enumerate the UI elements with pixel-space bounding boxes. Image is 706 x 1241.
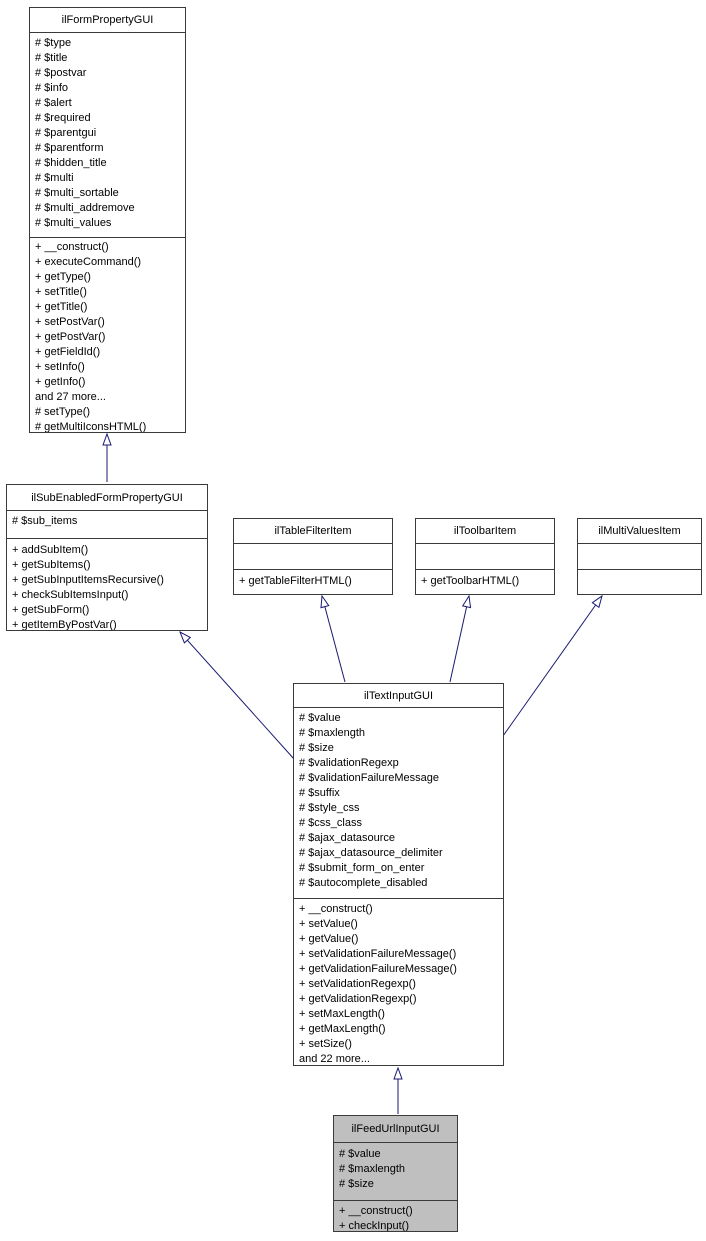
member-line: + getType() (35, 271, 91, 283)
member-line: # $style_css (299, 802, 360, 814)
methods-section: + __construct() + setValue() + getValue() +… (294, 899, 503, 1065)
member-line: + getMaxLength() (299, 1023, 386, 1035)
class-box-il-multi-values-item[interactable]: ilMultiValuesItem (577, 518, 702, 595)
member-line: # $size (299, 742, 334, 754)
member-line: # $multi (35, 172, 74, 184)
member-line: + setValidationFailureMessage() (299, 948, 457, 960)
attributes-section (416, 544, 554, 570)
member-line: # $maxlength (299, 727, 366, 739)
member-line: + checkSubItemsInput() (12, 589, 129, 601)
member-line: + executeCommand() (35, 256, 142, 268)
member-line: + checkInput() (339, 1220, 410, 1231)
member-line: + setSize() (299, 1038, 352, 1050)
member-line: + getValue() (299, 933, 359, 945)
inheritance-arrow-textinput-to-tablefilter (322, 596, 346, 683)
member-line: + getTableFilterHTML() (239, 575, 352, 587)
member-line: # $type (35, 37, 72, 49)
member-line: # $maxlength (339, 1163, 406, 1175)
member-line: # $validationFailureMessage (299, 772, 440, 784)
class-title[interactable]: ilMultiValuesItem (578, 519, 701, 544)
attributes-section: # $type # $title # $postvar # $info # $alert… (30, 33, 185, 238)
member-line: # $multi_values (35, 217, 112, 229)
member-line: # $validationRegexp (299, 757, 399, 769)
class-box-il-toolbar-item[interactable]: ilToolbarItem + getToolbarHTML() (415, 518, 555, 595)
member-line: + getItemByPostVar() (12, 619, 117, 630)
member-line: # $postvar (35, 67, 87, 79)
member-line: + getFieldId() (35, 346, 101, 358)
member-line: # $value (299, 712, 341, 724)
class-box-il-table-filter-item[interactable]: ilTableFilterItem + getTableFilterHTML() (233, 518, 393, 595)
methods-section: + __construct() + checkInput() (334, 1201, 457, 1231)
class-title[interactable]: ilFeedUrlInputGUI (334, 1116, 457, 1143)
member-line: + getTitle() (35, 301, 88, 313)
member-line: # $hidden_title (35, 157, 107, 169)
member-line: + addSubItem() (12, 544, 89, 556)
member-line: + __construct() (339, 1205, 413, 1217)
member-line: and 27 more... (35, 391, 106, 403)
class-title[interactable]: ilTextInputGUI (294, 684, 503, 708)
attributes-section (234, 544, 392, 570)
methods-section: + getTableFilterHTML() (234, 570, 392, 594)
member-line: + setInfo() (35, 361, 85, 373)
attributes-section: # $sub_items (7, 511, 207, 539)
member-line: + setValue() (299, 918, 358, 930)
class-box-il-form-property-gui[interactable]: ilFormPropertyGUI # $type # $title # $post… (29, 7, 186, 433)
member-line: + getValidationFailureMessage() (299, 963, 457, 975)
member-line: # $info (35, 82, 69, 94)
methods-section: + __construct() + executeCommand() + getTy… (30, 238, 185, 432)
member-line: + getValidationRegexp() (299, 993, 417, 1005)
member-line: # $title (35, 52, 68, 64)
class-box-il-feed-url-input-gui[interactable]: ilFeedUrlInputGUI # $value# $maxlength# … (333, 1115, 458, 1232)
member-line: + setMaxLength() (299, 1008, 385, 1020)
member-line: # $multi_addremove (35, 202, 135, 214)
methods-section: + getToolbarHTML() (416, 570, 554, 594)
member-line: # getMultiIconsHTML() (35, 421, 147, 432)
member-line: # $alert (35, 97, 72, 109)
member-line: + setTitle() (35, 286, 87, 298)
member-line: + getSubInputItemsRecursive() (12, 574, 164, 586)
methods-section: + addSubItem() + getSubItems() + getSubInp… (7, 539, 207, 630)
inheritance-arrow-textinput-to-subenabled (180, 632, 295, 760)
member-line: # $css_class (299, 817, 362, 829)
member-line: # $submit_form_on_enter (299, 862, 425, 874)
class-box-il-sub-enabled-form-property-gui[interactable]: ilSubEnabledFormPropertyGUI # $sub_items… (6, 484, 208, 631)
class-title[interactable]: ilFormPropertyGUI (30, 8, 185, 33)
member-line: + getToolbarHTML() (421, 575, 520, 587)
member-line: + setPostVar() (35, 316, 105, 328)
attributes-section: # $value # $maxlength # $size (334, 1143, 457, 1201)
member-line: # $size (339, 1178, 374, 1190)
member-line: # $ajax_datasource_delimiter (299, 847, 443, 859)
class-title[interactable]: ilSubEnabledFormPropertyGUI (7, 485, 207, 511)
member-line: # $autocomplete_disabled (299, 877, 428, 889)
member-line: # $ajax_datasource (299, 832, 396, 844)
member-line: + getSubForm() (12, 604, 90, 616)
member-line: and 22 more... (299, 1053, 370, 1065)
member-line: + getPostVar() (35, 331, 106, 343)
member-line: # $value (339, 1148, 381, 1160)
methods-section (578, 570, 701, 594)
inheritance-arrow-textinput-to-multivalues (502, 596, 602, 737)
member-line: # $parentform (35, 142, 104, 154)
class-title[interactable]: ilTableFilterItem (234, 519, 392, 544)
member-line: # setType() (35, 406, 91, 418)
member-line: # $multi_sortable (35, 187, 119, 199)
member-line: + setValidationRegexp() (299, 978, 416, 990)
member-line: # $suffix (299, 787, 340, 799)
member-line: + __construct() (299, 903, 373, 915)
member-line: + getSubItems() (12, 559, 91, 571)
attributes-section: # $value # $maxlength # $size # $validation… (294, 708, 503, 899)
member-line: + getInfo() (35, 376, 86, 388)
class-box-il-text-input-gui[interactable]: ilTextInputGUI # $value # $maxlength # $si… (293, 683, 504, 1066)
inheritance-arrow-textinput-to-toolbar (449, 596, 469, 683)
attributes-section (578, 544, 701, 570)
member-line: # $sub_items (12, 515, 78, 527)
member-line: # $required (35, 112, 91, 124)
class-title[interactable]: ilToolbarItem (416, 519, 554, 544)
member-line: # $parentgui (35, 127, 97, 139)
member-line: + __construct() (35, 241, 109, 253)
